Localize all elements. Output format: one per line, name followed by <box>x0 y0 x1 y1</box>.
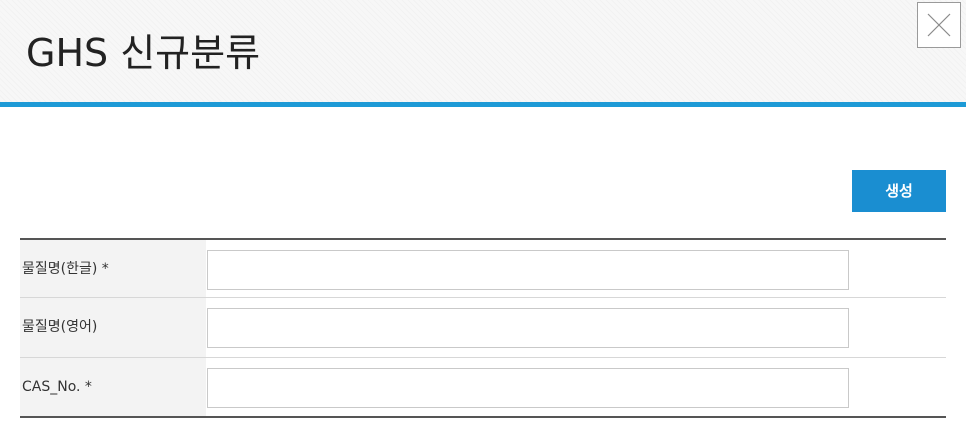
form-row-name-korean: 물질명(한글) * <box>20 238 946 298</box>
close-button[interactable] <box>917 2 961 48</box>
form-table: 물질명(한글) * 물질명(영어) CAS_No. * <box>20 238 946 418</box>
name-korean-input[interactable] <box>207 250 849 290</box>
label-name-english: 물질명(영어) <box>20 298 206 357</box>
form-row-name-english: 물질명(영어) <box>20 298 946 358</box>
dialog-title: GHS 신규분류 <box>26 31 261 75</box>
cas-no-input[interactable] <box>207 368 849 408</box>
close-icon <box>927 13 951 37</box>
label-cas-no: CAS_No. * <box>20 358 206 416</box>
create-button[interactable]: 생성 <box>852 170 946 212</box>
name-english-input[interactable] <box>207 308 849 348</box>
form-row-cas-no: CAS_No. * <box>20 358 946 418</box>
dialog-header: GHS 신규분류 <box>0 0 966 107</box>
label-name-korean: 물질명(한글) * <box>20 240 206 297</box>
